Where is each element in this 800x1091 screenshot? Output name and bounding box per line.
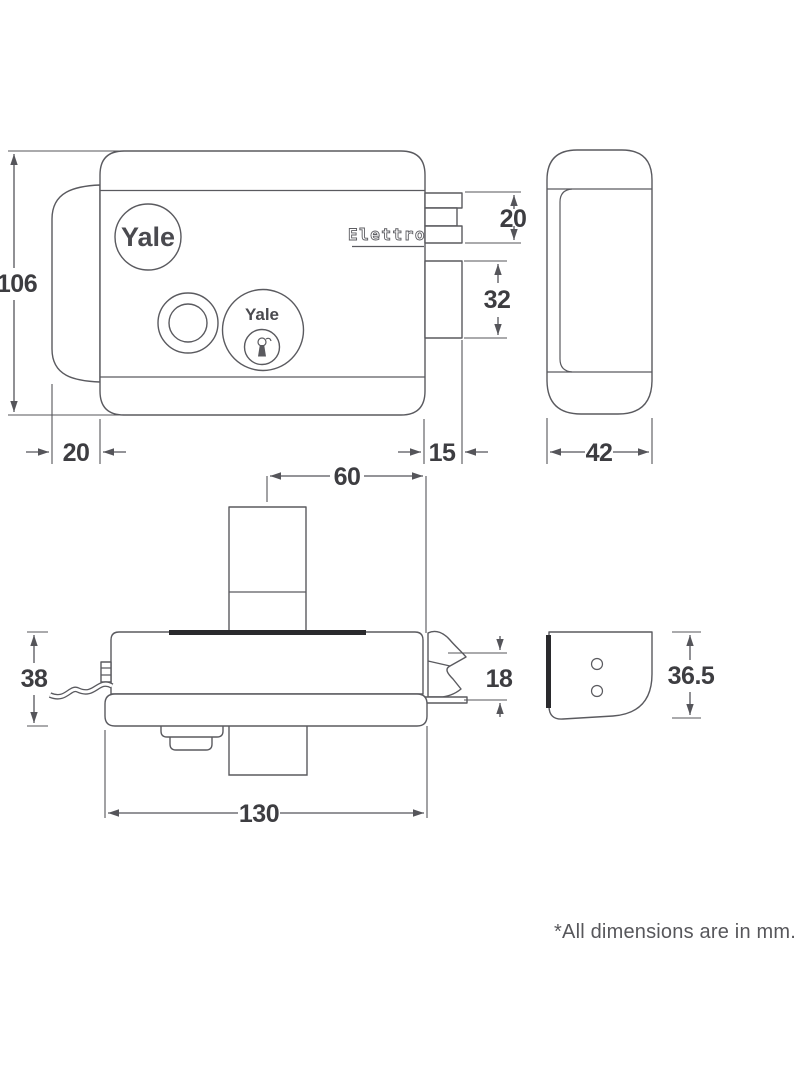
yale-logo-text: Yale <box>121 222 175 252</box>
strike-plate-view <box>546 631 653 720</box>
latch-segment-mid <box>424 207 458 227</box>
dim-latch-height: 20 <box>465 191 527 244</box>
dim-label: 36.5 <box>668 662 715 690</box>
yale-logo-badge <box>114 203 182 271</box>
cylinder-plug <box>243 328 281 366</box>
front-body-outline <box>99 150 426 416</box>
dim-front-height: 106 <box>0 150 124 416</box>
dim-label: 32 <box>484 286 511 314</box>
cylinder-face <box>221 288 305 372</box>
knob-step-inner <box>169 737 213 751</box>
latch-lip <box>425 696 468 704</box>
latch-segment-bottom <box>424 225 463 244</box>
dim-label: 42 <box>586 439 613 467</box>
cylinder-housing-upper <box>228 506 307 634</box>
deadbolt-front <box>424 260 463 339</box>
dim-body-length: 130 <box>104 726 428 828</box>
dim-latch-throw: 18 <box>448 636 513 717</box>
dim-case-depth: 42 <box>546 418 653 467</box>
latch-top-view <box>425 630 468 704</box>
dim-strike-height: 36.5 <box>668 631 715 719</box>
dim-faceplate-width: 15 <box>398 340 488 467</box>
side-inner-contour <box>559 188 573 373</box>
screw-hole-bottom <box>590 684 604 698</box>
dim-label: 38 <box>21 665 48 693</box>
connector-terminal <box>100 661 112 683</box>
keyhole-icon <box>257 337 272 357</box>
side-body-outline <box>546 149 653 415</box>
front-view: Yale Yale Elettro <box>51 150 463 416</box>
dim-body-depth: 38 <box>21 631 48 727</box>
dim-backplate-offset: 20 <box>26 384 126 467</box>
side-view <box>546 149 653 415</box>
dim-backset: 60 <box>266 463 423 502</box>
backplate-tab <box>51 184 101 383</box>
footnote: *All dimensions are in mm. <box>554 921 796 943</box>
dim-label: 130 <box>239 800 279 828</box>
strike-plate-outline <box>548 631 653 720</box>
dim-label: 15 <box>429 439 456 467</box>
power-wire <box>48 681 114 700</box>
push-button-outer-ring <box>157 292 219 354</box>
top-view <box>48 476 468 776</box>
dim-label: 20 <box>500 205 527 233</box>
latch-segment-top <box>424 192 463 209</box>
dim-label: 60 <box>334 463 361 491</box>
dim-label: 20 <box>63 439 90 467</box>
baseplate-top-view <box>104 693 428 727</box>
seal-strip <box>169 630 366 635</box>
screw-hole-top <box>590 657 604 671</box>
push-button-inner-ring <box>168 303 208 343</box>
strike-plate-edge-bar <box>546 635 551 708</box>
lock-body-top-view <box>110 631 424 695</box>
cylinder-brand-text: Yale <box>245 305 279 324</box>
dim-deadbolt-height: 32 <box>464 260 511 339</box>
dim-label: 18 <box>486 665 513 693</box>
knob-step-outer <box>160 726 224 738</box>
elettro-label: Elettro <box>348 225 426 244</box>
cylinder-housing-lower <box>228 726 308 776</box>
dim-label: 106 <box>0 270 37 298</box>
